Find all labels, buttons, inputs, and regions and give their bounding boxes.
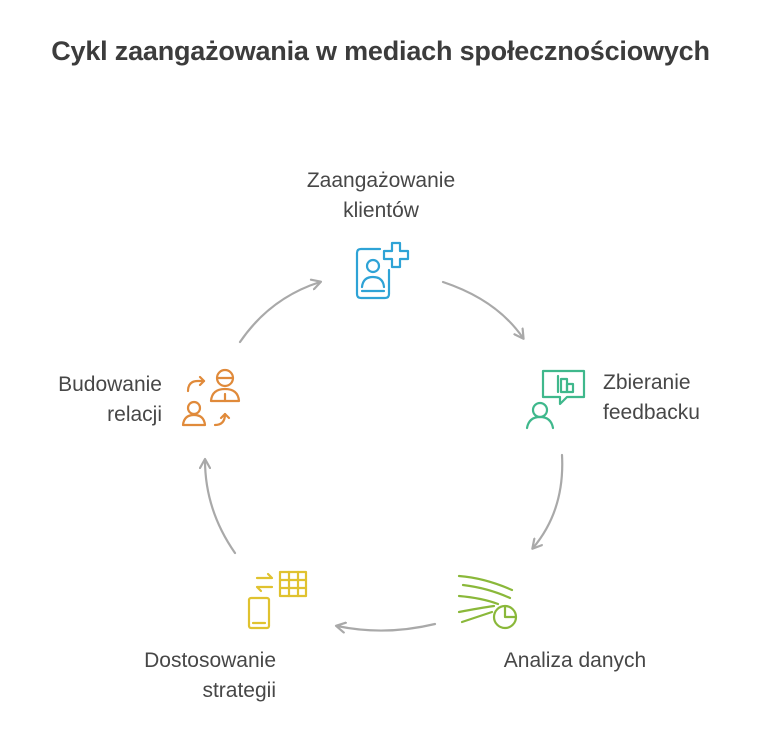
- arrow-engagement-to-feedback: [441, 280, 523, 338]
- data-stream-chart-icon: [457, 574, 518, 630]
- label-feedback: Zbieranie feedbacku: [603, 371, 700, 424]
- arrow-strategy-to-relations: [205, 460, 237, 555]
- arrow-relations-to-engagement: [238, 282, 320, 344]
- label-strategy: Dostosowanie strategii: [144, 649, 276, 702]
- arrow-analysis-to-strategy: [337, 624, 437, 631]
- user-plus-icon: [355, 241, 410, 300]
- label-relations: Budowanie relacji: [58, 373, 162, 426]
- arrow-feedback-to-analysis: [533, 453, 564, 548]
- page-title: Cykl zaangażowania w mediach społecznośc…: [51, 36, 710, 66]
- phone-grid-exchange-icon: [247, 570, 308, 630]
- people-exchange-icon: [181, 368, 241, 427]
- label-analysis: Analiza danych: [503, 649, 647, 672]
- feedback-chat-icon: [525, 369, 586, 430]
- label-engagement: Zaangażowanie klientów: [306, 169, 456, 222]
